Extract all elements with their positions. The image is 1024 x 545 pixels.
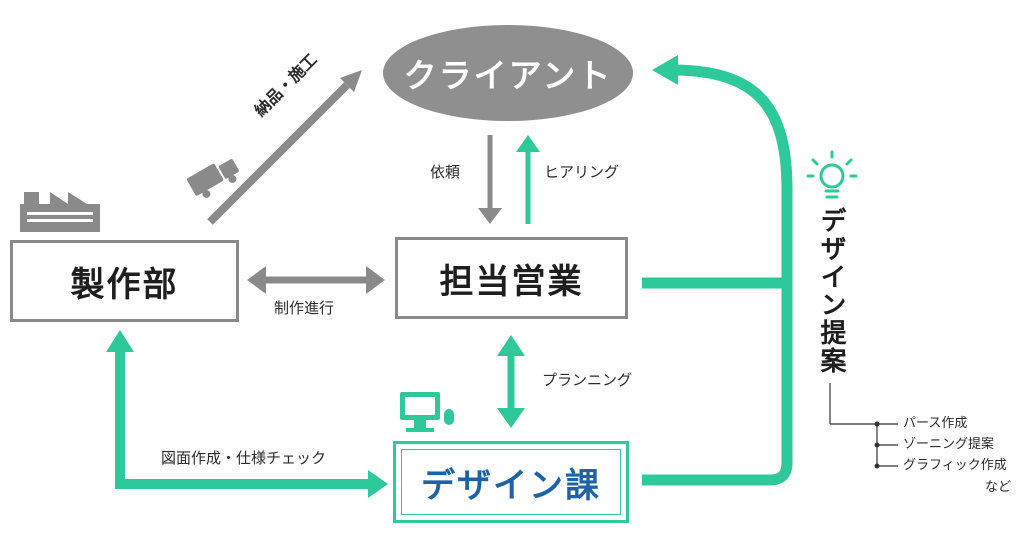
design-node: デザイン課 [393,441,629,523]
check-arrow [106,330,388,498]
proposal-etc: など [985,480,1012,495]
proposal-list-dots [874,421,880,469]
progress-arrow [247,266,385,294]
sales-label: 担当営業 [439,261,584,302]
delivery-arrow [207,70,362,225]
hearing-label: ヒアリング [544,163,620,181]
proposal-title: デザイン提案 [816,207,846,375]
sales-node: 担当営業 [395,237,628,319]
design-label: デザイン課 [421,465,601,506]
factory-label: 製作部 [70,264,179,305]
planning-arrow [497,335,525,428]
request-label: 依頼 [430,163,461,181]
check-label: 図面作成・仕様チェック [161,449,327,467]
proposal-item-graphics: グラフィック作成 [903,458,1007,473]
request-arrow [478,135,502,224]
client-node: クライアント [383,25,633,121]
hearing-arrow [516,135,540,224]
proposal-route [642,55,793,486]
computer-icon [400,392,454,432]
proposal-item-zoning: ゾーニング提案 [903,437,995,452]
planning-label: プランニング [542,371,633,389]
truck-icon [186,159,239,198]
client-label: クライアント [403,56,613,95]
factory-icon [20,192,100,232]
progress-label: 制作進行 [274,299,335,317]
lightbulb-icon [806,150,858,199]
proposal-item-perspective: パース作成 [903,416,968,431]
factory-node: 製作部 [10,240,239,322]
proposal-list-bracket [829,383,898,467]
